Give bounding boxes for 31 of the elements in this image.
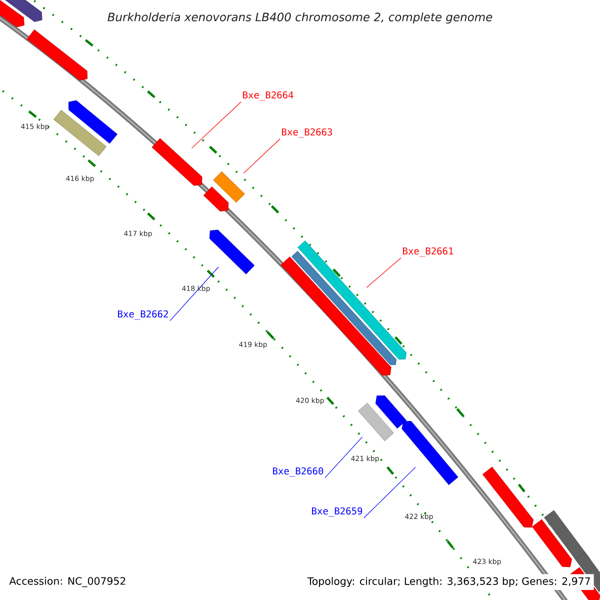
leader-line bbox=[324, 436, 363, 478]
gene-label: Bxe_B2662 bbox=[118, 310, 168, 320]
gene-feature bbox=[280, 256, 392, 376]
gene-label: Bxe_B2660 bbox=[273, 467, 324, 477]
footer-text: Topology: circular; Length: 3,363,523 bp; Genes: 2,977 bbox=[304, 574, 594, 590]
gene-feature bbox=[152, 138, 202, 186]
footer-text: Accession: NC_007952 bbox=[9, 576, 126, 588]
gene-block bbox=[358, 402, 394, 442]
gene-feature bbox=[0, 0, 24, 28]
gene-label: Bxe_B2661 bbox=[403, 247, 454, 257]
gene-feature bbox=[291, 250, 397, 366]
gene-feature bbox=[209, 230, 255, 274]
gene-label: Bxe_B2664 bbox=[243, 91, 294, 101]
gene-block bbox=[53, 110, 107, 156]
leader-line bbox=[170, 266, 219, 322]
gene-feature bbox=[203, 186, 229, 212]
leader-line bbox=[364, 466, 416, 518]
leader-line bbox=[243, 138, 280, 174]
gene-label: Bxe_B2663 bbox=[282, 128, 332, 138]
gene-feature bbox=[26, 29, 88, 81]
gene-feature bbox=[532, 519, 572, 568]
gene-feature bbox=[68, 100, 118, 144]
leader-line bbox=[366, 258, 402, 288]
gene-feature bbox=[482, 466, 534, 528]
leader-line bbox=[191, 102, 242, 148]
gene-feature bbox=[402, 421, 458, 486]
gene-label: Bxe_B2659 bbox=[312, 507, 362, 517]
gene-feature bbox=[375, 395, 407, 429]
gene-feature bbox=[2, 0, 42, 22]
chart-title: Burkholderia xenovorans LB400 chromosome 2, complete genome bbox=[108, 12, 492, 24]
gene-block bbox=[213, 171, 245, 203]
